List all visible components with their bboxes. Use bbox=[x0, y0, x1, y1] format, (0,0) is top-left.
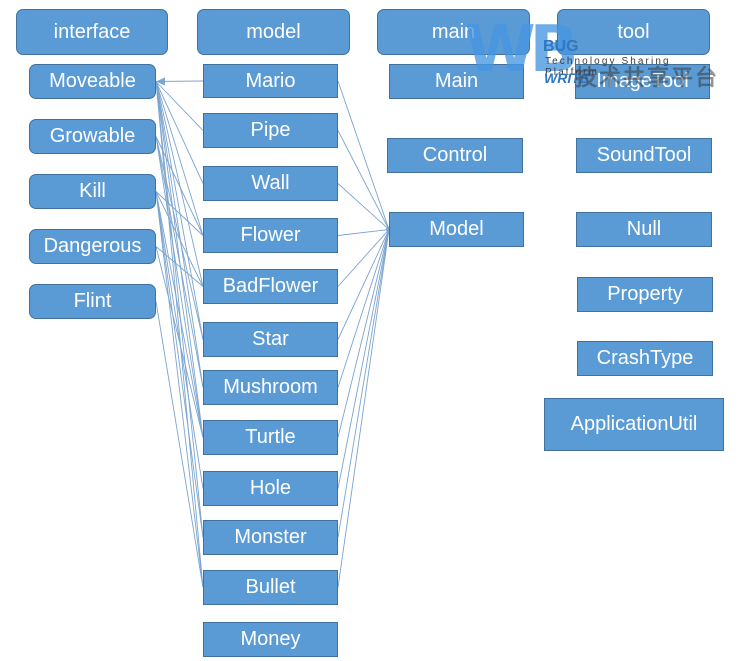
connector-badflower-to-dangerous bbox=[155, 246, 204, 287]
connector-mushroom-to-moveable bbox=[155, 81, 204, 388]
connector-mario-to-model bbox=[337, 80, 390, 230]
connector-flower-to-moveable bbox=[155, 81, 204, 236]
connector-mushroom-to-model bbox=[337, 229, 390, 388]
interface-flint: Flint bbox=[29, 284, 156, 319]
arrowhead-moveable bbox=[156, 77, 165, 86]
tool-property: Property bbox=[577, 277, 713, 312]
interface-growable: Growable bbox=[29, 119, 156, 154]
model-bullet: Bullet bbox=[203, 570, 338, 605]
header-tool: tool bbox=[557, 9, 710, 55]
connector-monster-to-model bbox=[337, 229, 390, 538]
model-badflower: BadFlower bbox=[203, 269, 338, 304]
main-model: Model bbox=[389, 212, 524, 247]
model-monster: Monster bbox=[203, 520, 338, 555]
connector-pipe-to-moveable bbox=[155, 81, 204, 131]
model-star: Star bbox=[203, 322, 338, 357]
tool-crashtype: CrashType bbox=[577, 341, 713, 376]
model-mushroom: Mushroom bbox=[203, 370, 338, 405]
header-model: model bbox=[197, 9, 350, 55]
connector-badflower-to-model bbox=[337, 229, 390, 287]
connector-hole-to-model bbox=[337, 229, 390, 489]
connector-bullet-to-flint bbox=[155, 301, 204, 588]
connector-bullet-to-kill bbox=[155, 191, 204, 588]
connector-wall-to-moveable bbox=[155, 81, 204, 184]
tool-soundtool: SoundTool bbox=[576, 138, 712, 173]
tool-applicationutil: ApplicationUtil bbox=[544, 398, 724, 451]
model-hole: Hole bbox=[203, 471, 338, 506]
connector-turtle-to-moveable bbox=[155, 81, 204, 438]
interface-moveable: Moveable bbox=[29, 64, 156, 99]
model-pipe: Pipe bbox=[203, 113, 338, 148]
main-control: Control bbox=[387, 138, 523, 173]
connector-turtle-to-model bbox=[337, 229, 390, 438]
tool-null: Null bbox=[576, 212, 712, 247]
connector-flower-to-kill bbox=[155, 191, 204, 236]
interface-kill: Kill bbox=[29, 174, 156, 209]
connector-bullet-to-moveable bbox=[155, 81, 204, 588]
connector-star-to-model bbox=[337, 229, 390, 340]
main-main: Main bbox=[389, 64, 524, 99]
model-flower: Flower bbox=[203, 218, 338, 253]
interface-dangerous: Dangerous bbox=[29, 229, 156, 264]
connector-badflower-to-moveable bbox=[155, 81, 204, 287]
connector-wall-to-model bbox=[337, 183, 390, 230]
connector-pipe-to-model bbox=[337, 130, 390, 230]
connector-bullet-to-model bbox=[337, 229, 390, 588]
model-turtle: Turtle bbox=[203, 420, 338, 455]
connector-monster-to-kill bbox=[155, 191, 204, 538]
connector-turtle-to-growable bbox=[155, 136, 204, 438]
header-interface: interface bbox=[16, 9, 168, 55]
connector-star-to-moveable bbox=[155, 81, 204, 340]
header-main: main bbox=[377, 9, 530, 55]
connector-turtle-to-kill bbox=[155, 191, 204, 438]
tool-imagetool: ImageTool bbox=[575, 64, 710, 99]
connector-monster-to-moveable bbox=[155, 81, 204, 538]
connector-hole-to-kill bbox=[155, 191, 204, 489]
model-wall: Wall bbox=[203, 166, 338, 201]
model-money: Money bbox=[203, 622, 338, 657]
model-mario: Mario bbox=[203, 64, 338, 98]
connector-flower-to-model bbox=[337, 229, 390, 236]
